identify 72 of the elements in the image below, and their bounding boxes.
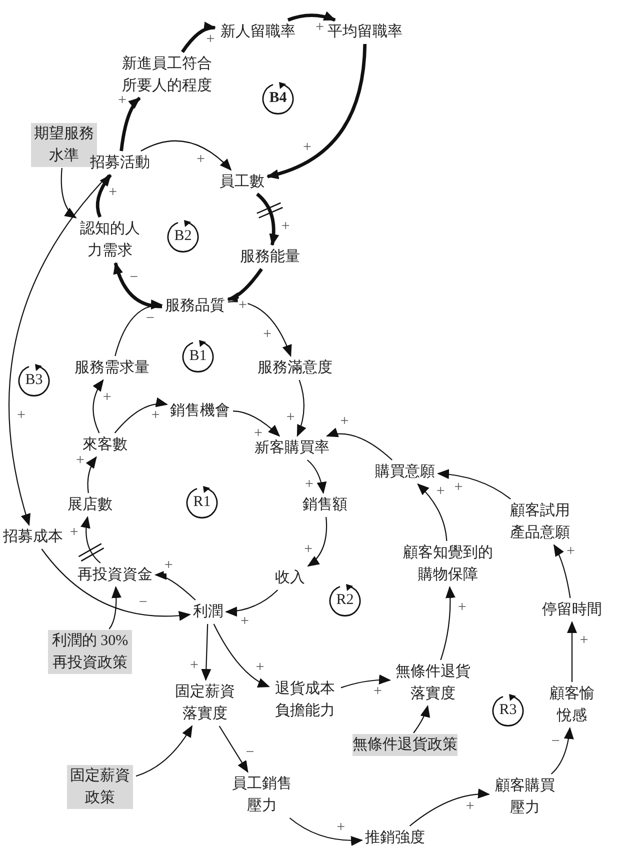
arrow [417, 483, 448, 542]
arrow [550, 727, 574, 774]
arrow [554, 544, 571, 598]
arrow [213, 624, 270, 688]
arrow [181, 22, 216, 53]
arrow [287, 12, 336, 22]
variable-label: 固定薪資落實度 [172, 681, 238, 725]
arrow [437, 469, 511, 500]
arrow [8, 174, 109, 526]
arrow [136, 725, 193, 777]
edge-label: + [252, 426, 264, 442]
variable-label: 服務需求量 [74, 357, 150, 379]
variable-label: 銷售額 [302, 494, 348, 516]
arrow [92, 379, 104, 434]
variable-label: 收入 [275, 567, 305, 589]
arrow [266, 44, 367, 179]
variable-label: 新人留職率 [218, 21, 298, 43]
arrow [413, 705, 430, 734]
variable-label: 推銷強度 [365, 827, 425, 849]
arrow [96, 174, 112, 218]
variable-label: 來客數 [82, 434, 128, 456]
arrow [296, 380, 306, 437]
arrow [114, 262, 162, 308]
arrow [307, 516, 328, 567]
arrow [80, 516, 101, 564]
variable-label: 員工銷售壓力 [229, 773, 295, 817]
arrow [340, 674, 391, 688]
arrow [289, 818, 363, 846]
variable-label: 無條件退貨落實度 [393, 661, 473, 705]
variable-label: 顧客知覺到的購物保障 [400, 542, 496, 586]
arrow [440, 586, 456, 660]
arrow [218, 726, 248, 773]
arrow [227, 268, 263, 302]
arrow [120, 96, 141, 152]
variable-label: 服務滿意度 [258, 357, 332, 379]
variable-label: 顧客愉悅感 [548, 683, 596, 727]
arrow [256, 192, 279, 246]
variable-label: 招募成本 [3, 526, 63, 548]
arrow [114, 398, 168, 434]
arrow [306, 460, 326, 494]
variable-label: 員工數 [220, 171, 264, 193]
arrow [232, 410, 280, 437]
arrow [225, 590, 278, 616]
variable-label: 服務品質 [165, 295, 225, 317]
variable-label: 退貨成本負擔能力 [272, 678, 338, 722]
arrow [228, 301, 292, 357]
arrow [201, 624, 212, 681]
variable-label: 購買意願 [375, 461, 435, 483]
arrow [41, 548, 191, 621]
arrow [140, 140, 232, 171]
variable-label: 利潤 [193, 601, 223, 623]
policy-label: 固定薪資政策 [67, 765, 133, 809]
variable-label: 銷售機會 [170, 400, 230, 422]
variable-label: 顧客試用產品意願 [507, 500, 573, 544]
variable-label: 平均留職率 [325, 21, 405, 43]
variable-label: 服務能量 [240, 246, 300, 268]
variable-label: 展店數 [68, 494, 112, 516]
arrow [86, 456, 97, 494]
variable-label: 再投資資金 [78, 564, 152, 586]
arrow [567, 621, 577, 682]
arrow [108, 586, 122, 630]
arrow [154, 570, 196, 600]
arrow [409, 788, 490, 826]
policy-label: 利潤的 30% 再投資政策 [48, 630, 132, 674]
arrow [60, 168, 77, 218]
arrow [114, 300, 163, 356]
variable-label: 顧客購買壓力 [492, 775, 558, 819]
variable-label: 停留時間 [542, 599, 602, 621]
variable-label: 認知的人力需求 [79, 218, 141, 262]
arrow [326, 428, 392, 460]
edge-label: + [163, 558, 174, 574]
policy-label: 無條件退貨政策 [352, 734, 458, 756]
